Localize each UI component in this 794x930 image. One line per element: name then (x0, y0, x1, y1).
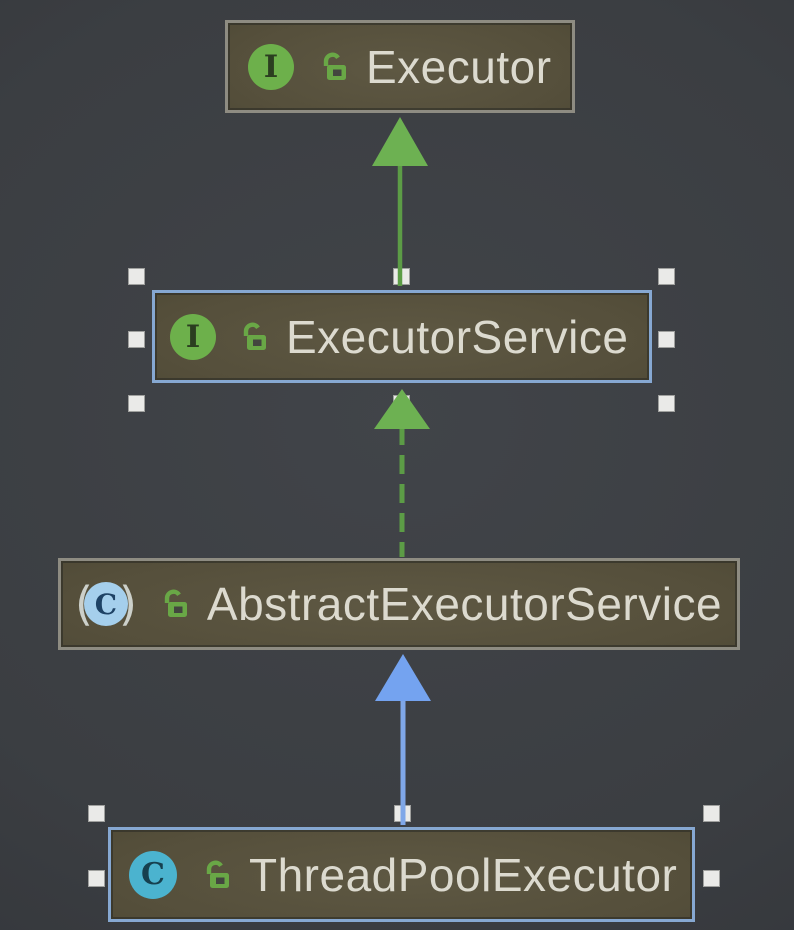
selection-handle[interactable] (703, 805, 720, 822)
selection-handle[interactable] (128, 268, 145, 285)
selection-handle[interactable] (703, 870, 720, 887)
class-letter: C (94, 587, 118, 621)
node-abstract-executor-service[interactable]: ( C ) AbstractExecutorService (58, 558, 740, 650)
edge-threadpoolexecutor-extends-abstractexecutorservice[interactable] (375, 654, 431, 825)
open-lock-icon (243, 322, 266, 350)
interface-icon: I (170, 313, 216, 360)
node-label: ExecutorService (286, 310, 629, 363)
node-executor-service[interactable]: I ExecutorService (152, 290, 652, 383)
open-lock-icon (164, 589, 187, 617)
class-icon: C (129, 850, 177, 899)
node-thread-pool-executor[interactable]: C ThreadPoolExecutor (108, 827, 695, 922)
interface-icon: I (248, 43, 294, 90)
open-lock-icon (206, 860, 229, 888)
class-letter: C (141, 857, 165, 892)
node-label: Executor (366, 40, 552, 93)
abstract-class-circle: C (83, 582, 128, 626)
open-lock-icon (323, 52, 346, 80)
selection-handle[interactable] (88, 805, 105, 822)
selection-handle[interactable] (658, 395, 675, 412)
selection-handle[interactable] (658, 331, 675, 348)
node-label: ThreadPoolExecutor (249, 848, 678, 901)
selection-handle[interactable] (88, 870, 105, 887)
node-label: AbstractExecutorService (206, 578, 723, 630)
abstract-class-icon: ( C ) (75, 581, 137, 627)
selection-handle[interactable] (128, 331, 145, 348)
node-executor[interactable]: I Executor (225, 20, 575, 113)
interface-letter: I (185, 318, 201, 355)
edge-executorservice-extends-executor[interactable] (372, 117, 428, 286)
edge-abstractexecutorservice-implements-executorservice[interactable] (374, 389, 430, 557)
selection-handle[interactable] (658, 268, 675, 285)
interface-letter: I (263, 48, 279, 85)
selection-handle[interactable] (128, 395, 145, 412)
